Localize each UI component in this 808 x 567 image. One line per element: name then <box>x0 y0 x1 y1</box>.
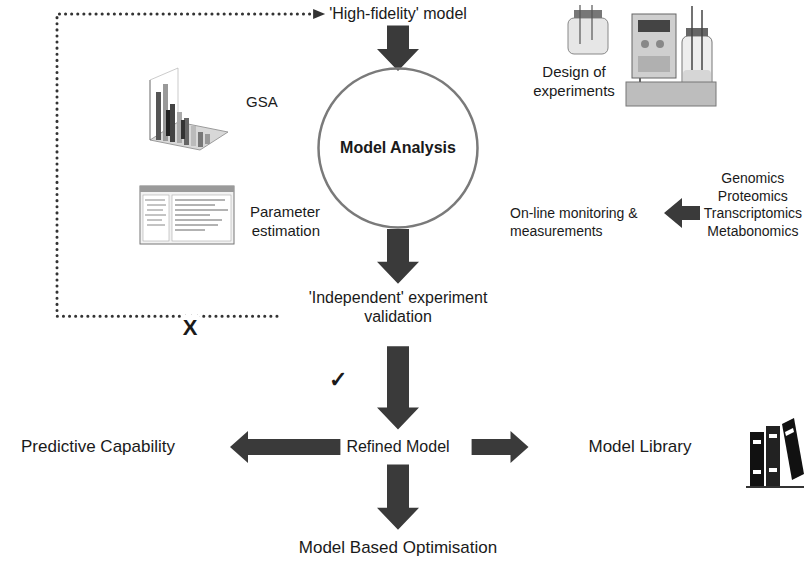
block-arrow <box>230 431 340 463</box>
flow-arrow <box>377 465 419 530</box>
node-text: Model Based Optimisation <box>299 538 497 558</box>
annotation-label: Parameter estimation <box>250 203 320 241</box>
books-icon <box>746 418 804 487</box>
edge-label: X <box>181 315 200 341</box>
node-text: 'High-fidelity' model <box>329 4 467 23</box>
validation-step: 'Independent' experiment validation <box>283 288 513 326</box>
edge-label: ✓ <box>327 367 349 393</box>
analysis-circle: Model Analysis <box>317 67 479 229</box>
annotation-label: Design of experiments <box>524 63 624 101</box>
software-screenshot <box>140 186 234 244</box>
gsa-bar-chart <box>150 68 228 150</box>
arrow-head <box>313 9 325 19</box>
circle-shape <box>319 69 478 228</box>
flow-arrow <box>377 229 419 284</box>
refined-model: Refined Model <box>346 437 449 456</box>
output-item: Predictive Capability <box>21 437 175 457</box>
flow-arrow <box>377 26 419 71</box>
block-arrow <box>377 465 419 530</box>
input-arrow <box>664 198 700 228</box>
block-arrow <box>377 26 419 71</box>
node-text: Refined Model <box>346 437 449 456</box>
node-text: Model Library <box>589 437 692 457</box>
block-arrow <box>377 229 419 284</box>
model-title: 'High-fidelity' model <box>329 4 467 23</box>
output-item: Model Based Optimisation <box>299 538 497 558</box>
feedback-loop <box>57 9 325 316</box>
annotation-label: Genomics Proteomics Transcriptomics Meta… <box>704 170 802 240</box>
dotted-line <box>57 14 315 316</box>
block-arrow <box>377 346 419 429</box>
annotation-label: GSA <box>246 93 278 112</box>
annotation-label: On-line monitoring & measurements <box>510 205 664 240</box>
flow-arrow <box>472 431 529 463</box>
flow-arrow <box>230 431 340 463</box>
output-item: Model Library <box>589 437 692 457</box>
node-text: Predictive Capability <box>21 437 175 457</box>
node-text: 'Independent' experiment validation <box>283 288 513 326</box>
block-arrow <box>472 431 529 463</box>
flow-arrow <box>377 346 419 429</box>
node-text: Model Analysis <box>340 138 456 157</box>
